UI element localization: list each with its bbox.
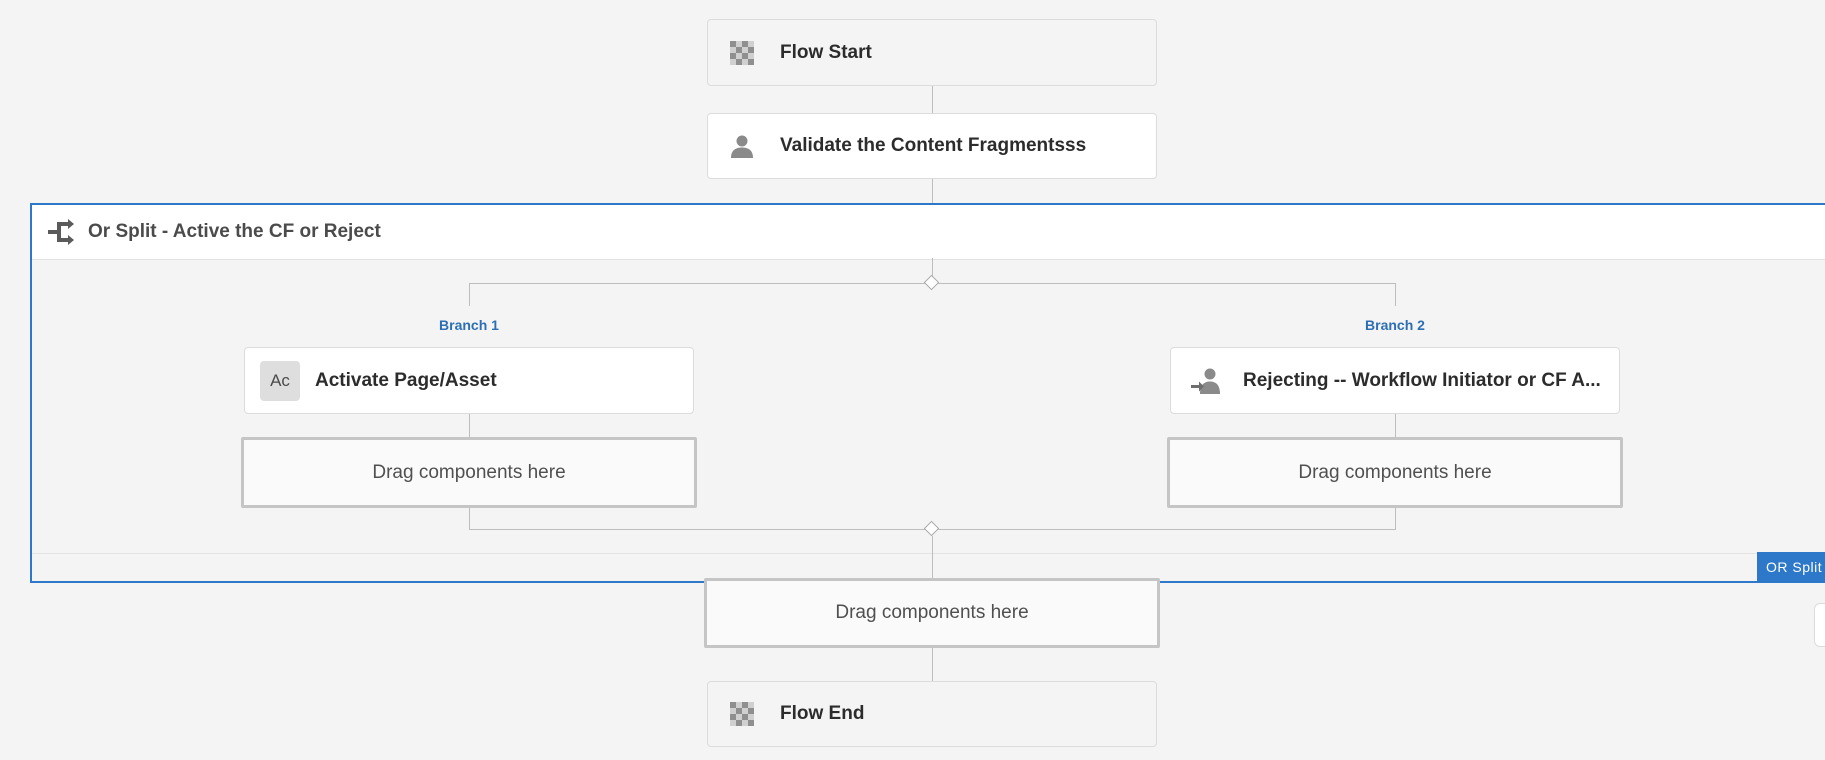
connector-start-validate [932, 86, 933, 113]
or-split-icon [48, 219, 74, 245]
connector-split-exit [932, 536, 933, 581]
flow-end-label: Flow End [780, 703, 865, 724]
user-assign-icon [1191, 367, 1221, 395]
branch-2-dropzone[interactable]: Drag components here [1167, 437, 1623, 508]
or-split-header[interactable]: Or Split - Active the CF or Reject [32, 205, 1825, 260]
connector-branch-2-top [1395, 283, 1396, 306]
branch-2-step-label: Rejecting -- Workflow Initiator or CF A.… [1243, 369, 1601, 391]
validate-step-label: Validate the Content Fragmentsss [780, 135, 1087, 156]
or-split-footer-divider [32, 553, 1825, 554]
branch-1-activate-step[interactable]: Ac Activate Page/Asset [244, 347, 694, 414]
connector-branch-2-mid [1395, 414, 1396, 438]
branch-1-dropzone[interactable]: Drag components here [241, 437, 697, 508]
checkerboard-icon [730, 702, 754, 726]
checkerboard-icon [730, 40, 754, 65]
connector-branch-2-bottom [1395, 508, 1396, 529]
connector-branch-1-top [469, 283, 470, 306]
validate-step[interactable]: Validate the Content Fragmentsss [707, 113, 1157, 179]
or-split-badge: OR Split [1757, 552, 1825, 582]
branch-1-step-label: Activate Page/Asset [315, 369, 497, 391]
branch-2-label[interactable]: Branch 2 [1365, 317, 1425, 333]
user-icon [730, 134, 754, 158]
flow-start-step[interactable]: Flow Start [707, 19, 1157, 86]
main-dropzone[interactable]: Drag components here [704, 578, 1160, 648]
flow-start-label: Flow Start [780, 41, 872, 63]
connector-split-entry [932, 258, 933, 283]
connector-branch-1-mid [469, 414, 470, 438]
flow-end-step[interactable]: Flow End [707, 681, 1157, 747]
connector-validate-split [932, 178, 933, 203]
branch-2-reject-step[interactable]: Rejecting -- Workflow Initiator or CF A.… [1170, 347, 1620, 414]
branch-1-label[interactable]: Branch 1 [439, 317, 499, 333]
side-panel-handle[interactable] [1814, 603, 1825, 647]
connector-dropzone-end [932, 648, 933, 682]
connector-branch-1-bottom [469, 508, 470, 529]
activate-app-icon: Ac [260, 360, 300, 401]
or-split-title: Or Split - Active the CF or Reject [88, 221, 381, 242]
